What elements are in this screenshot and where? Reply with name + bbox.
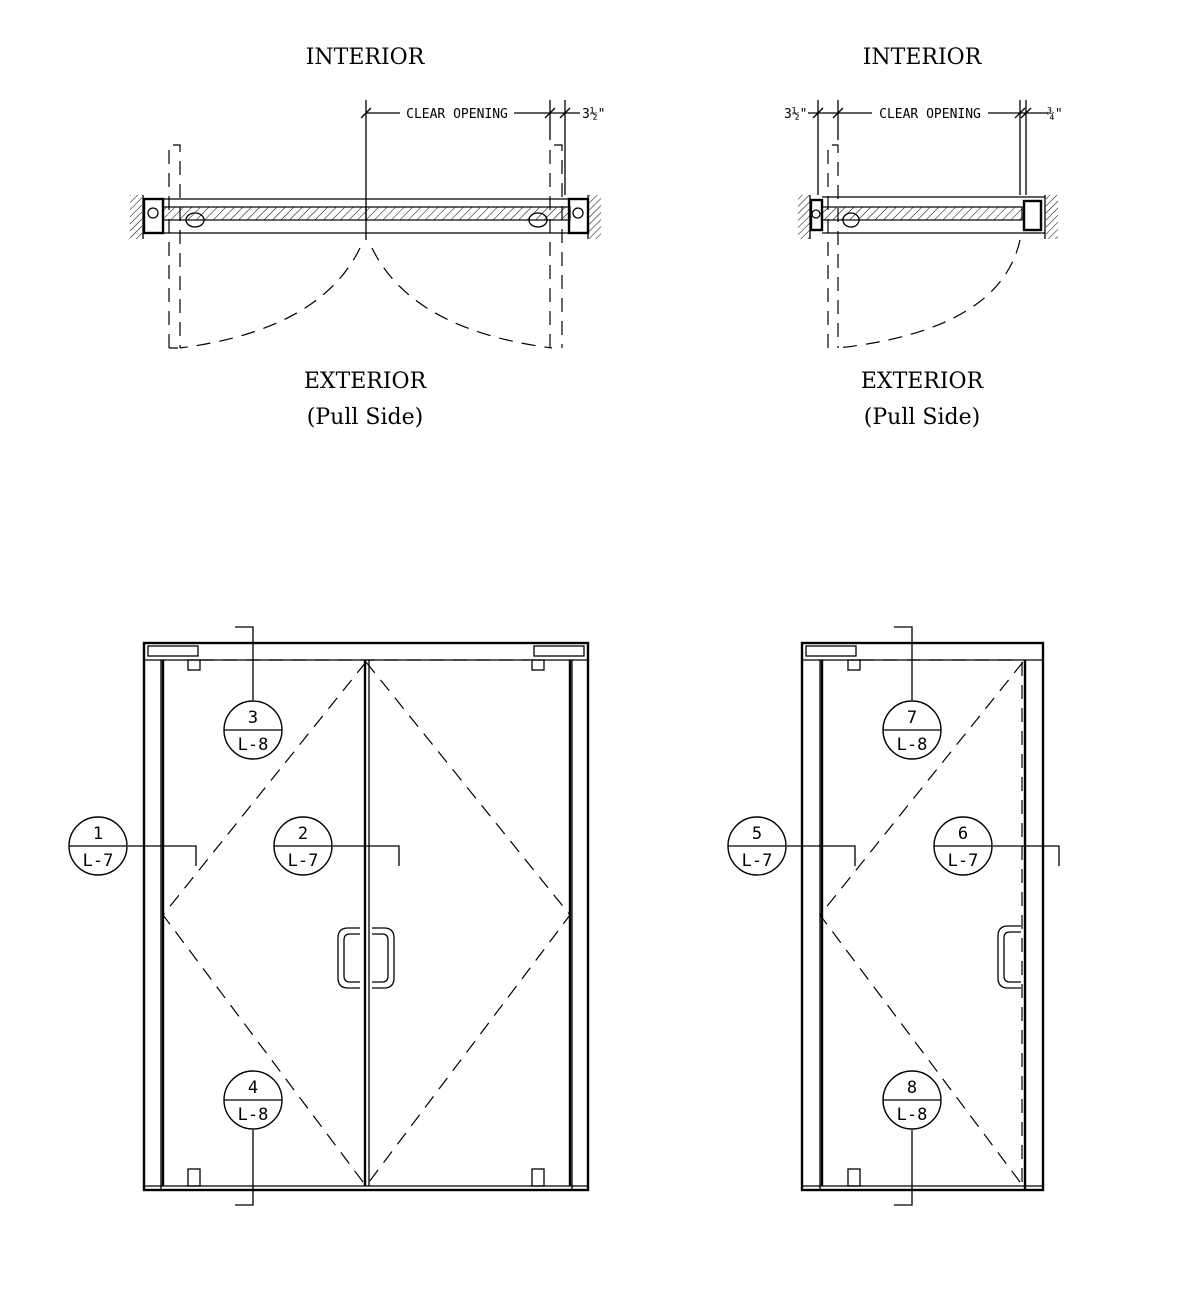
door-swing	[837, 239, 1021, 349]
callout-sheet: L-7	[742, 851, 773, 871]
dimension-line	[808, 100, 1048, 195]
top-pivot	[847, 659, 861, 671]
callout-number: 6	[958, 824, 968, 844]
pair-door-elevation	[128, 626, 590, 1206]
left-dimension: 3½"	[784, 107, 807, 122]
callout-number: 8	[907, 1078, 917, 1098]
callout-number: 5	[752, 824, 762, 844]
callout-sheet: L-7	[83, 851, 114, 871]
section-callout-1: 1 L-7	[68, 816, 128, 876]
frame-outline	[142, 641, 590, 1192]
pair-door-plan: INTERIOR EXTERIOR (Pull Side) CLEAR OPEN…	[130, 45, 605, 430]
callout-sheet: L-8	[897, 735, 928, 755]
bottom-pivot-right	[531, 1168, 545, 1187]
swing-indicator	[819, 661, 1024, 1187]
wall-hatch-right	[1046, 195, 1058, 239]
single-door-elevation	[787, 626, 1060, 1206]
section-callout-4: 4 L-8	[223, 1070, 283, 1130]
exterior-label: EXTERIOR	[304, 369, 428, 394]
door-stop	[1022, 199, 1043, 232]
bottom-pivot-left	[187, 1168, 201, 1187]
callout-sheet: L-8	[897, 1105, 928, 1125]
top-pivot-right	[531, 659, 545, 671]
section-callout-3: 3 L-8	[223, 700, 283, 760]
callout-number: 2	[298, 824, 308, 844]
pull-handle-left	[337, 927, 360, 989]
clear-opening-label: CLEAR OPENING	[879, 107, 981, 122]
callout-number: 3	[248, 708, 258, 728]
wall-hatch-left	[130, 195, 142, 239]
pull-side-label: (Pull Side)	[307, 405, 423, 430]
section-callout-6: 6 L-7	[933, 816, 993, 876]
callout-number: 7	[907, 708, 917, 728]
section-callout-5: 5 L-7	[727, 816, 787, 876]
interior-label: INTERIOR	[306, 45, 426, 70]
top-pivot-left	[187, 659, 201, 671]
right-dimension: 3½"	[582, 107, 605, 122]
pivot-jamb-right	[567, 197, 590, 235]
clear-opening-label: CLEAR OPENING	[406, 107, 508, 122]
pull-handle-right	[372, 927, 395, 989]
wall-hatch-left	[798, 195, 810, 239]
callout-sheet: L-8	[238, 1105, 269, 1125]
exterior-label: EXTERIOR	[861, 369, 985, 394]
pivot-jamb-left	[142, 197, 165, 235]
bottom-pivot	[847, 1168, 861, 1187]
section-callout-8: 8 L-8	[882, 1070, 942, 1130]
swing-indicator-right	[365, 661, 571, 1187]
right-dimension: ¾"	[1047, 107, 1063, 122]
callout-number: 1	[93, 824, 103, 844]
frame-outline	[800, 641, 1045, 1192]
section-callout-2: 2 L-7	[273, 816, 333, 876]
callout-sheet: L-7	[288, 851, 319, 871]
door-swing-right	[371, 247, 553, 349]
callout-number: 4	[248, 1078, 258, 1098]
pull-side-label: (Pull Side)	[864, 405, 980, 430]
interior-label: INTERIOR	[863, 45, 983, 70]
glass-door	[821, 206, 1023, 221]
single-door-plan: INTERIOR EXTERIOR (Pull Side) 3½" CLEAR …	[784, 45, 1063, 430]
glass-door-right	[365, 206, 571, 221]
wall-hatch-right	[589, 195, 601, 239]
callout-sheet: L-8	[238, 735, 269, 755]
pull-handle	[997, 925, 1021, 989]
swing-indicator-left	[162, 661, 367, 1187]
section-callout-7: 7 L-8	[882, 700, 942, 760]
callout-sheet: L-7	[948, 851, 979, 871]
door-swing-left	[179, 247, 361, 349]
dimension-line	[360, 100, 580, 240]
